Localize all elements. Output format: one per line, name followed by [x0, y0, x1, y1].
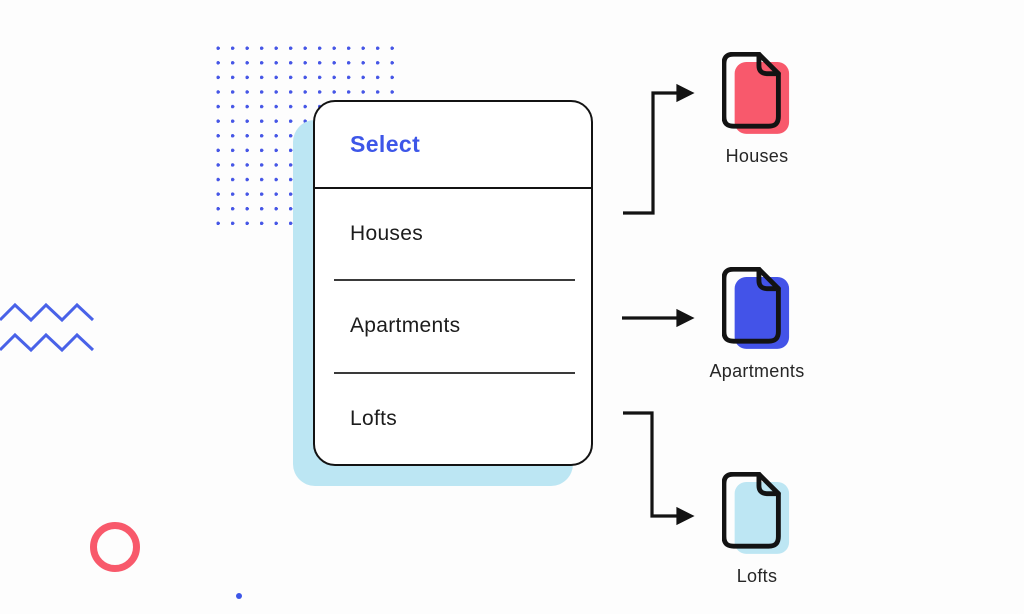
option-label: Lofts — [350, 406, 398, 430]
option-divider — [334, 279, 575, 282]
dot-decoration — [236, 593, 242, 599]
dropdown-header[interactable]: Select — [315, 102, 591, 189]
zigzag-decoration — [0, 302, 95, 353]
dropdown-header-label: Select — [350, 131, 421, 157]
arrow-to-houses — [623, 83, 695, 215]
document-color-fill — [734, 61, 790, 134]
result-apartments: Apartments — [698, 267, 816, 382]
dropdown-option-list: Houses Apartments Lofts — [315, 189, 591, 464]
result-label: Houses — [725, 146, 789, 166]
option-label: Houses — [350, 222, 424, 246]
dropdown-option-apartments[interactable]: Apartments — [315, 281, 591, 371]
arrow-to-apartments — [622, 308, 695, 328]
result-houses: Houses — [698, 52, 816, 167]
option-label: Apartments — [350, 314, 461, 338]
dropdown-option-houses[interactable]: Houses — [315, 189, 591, 279]
arrow-to-lofts — [623, 411, 695, 526]
option-divider — [334, 371, 575, 374]
circle-decoration — [90, 522, 140, 572]
result-lofts: Lofts — [698, 472, 816, 587]
document-icon-apartments — [722, 267, 790, 349]
document-icon-houses — [722, 52, 790, 134]
result-label: Apartments — [709, 361, 805, 381]
dropdown-option-lofts[interactable]: Lofts — [315, 374, 591, 464]
document-color-fill — [734, 276, 790, 349]
result-label: Lofts — [736, 566, 778, 586]
document-color-fill — [734, 481, 790, 554]
select-dropdown[interactable]: Select Houses Apartments Lofts — [313, 100, 593, 466]
document-icon-lofts — [722, 472, 790, 554]
